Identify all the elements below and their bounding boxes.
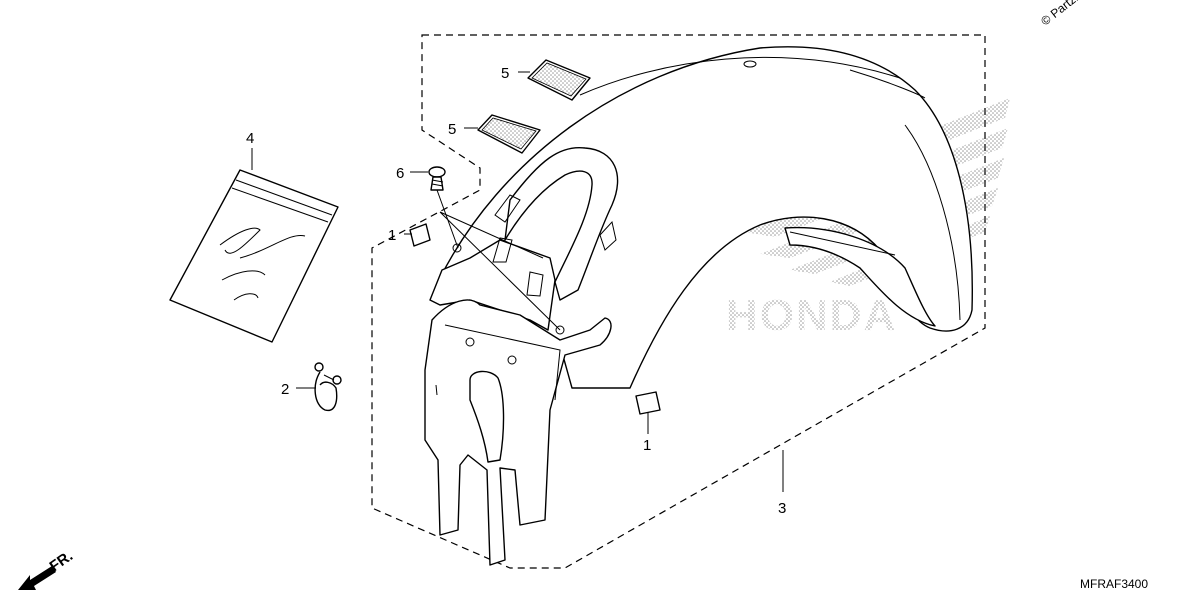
wire-band [314,362,342,412]
assembly-boundary [371,34,986,569]
drawing-code: MFRAF3400 [1080,577,1148,591]
push-clip [428,166,446,191]
front-arrow-icon [18,566,56,590]
callout-1-lower: 1 [643,437,651,454]
reflector-pad [477,59,591,154]
rear-fender [429,46,973,389]
callout-1-upper: 1 [388,227,396,244]
copyright-text: © Partzilla [1038,0,1090,28]
callout-4: 4 [246,130,254,147]
callout-2: 2 [281,381,289,398]
callout-5-upper: 5 [501,65,509,82]
front-direction-indicator: FR. [18,547,76,590]
callout-3: 3 [778,500,786,517]
honda-watermark-text: HONDA [726,291,897,340]
callout-6: 6 [396,165,404,182]
caution-label [409,223,661,415]
leader-lines [251,71,784,492]
callout-5-lower: 5 [448,121,456,138]
document-bag [169,169,339,343]
fender-flap [424,299,612,566]
